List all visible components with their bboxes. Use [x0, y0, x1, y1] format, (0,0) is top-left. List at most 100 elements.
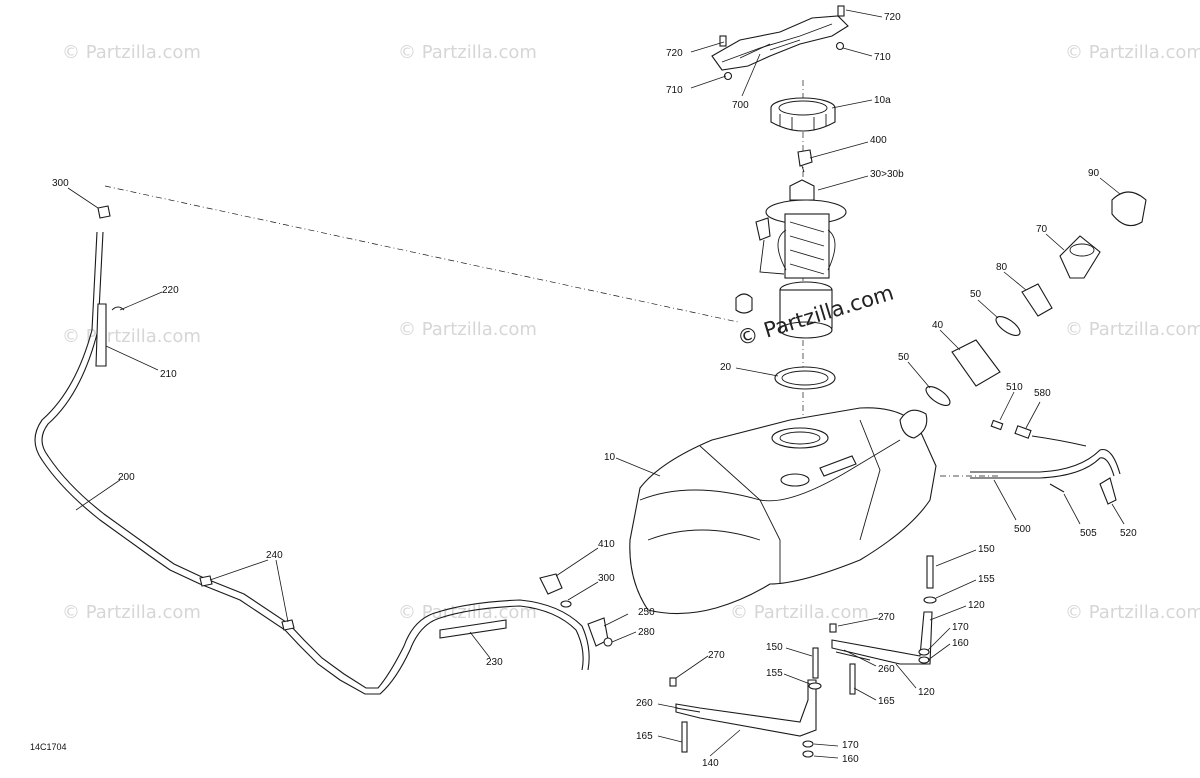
callout-155: 155 — [978, 574, 995, 585]
part-50-clamp-upper — [995, 316, 1021, 336]
callout-270: 270 — [708, 650, 725, 661]
callout-240: 240 — [266, 550, 283, 561]
callout-510: 510 — [1006, 382, 1023, 393]
callout-165: 165 — [636, 731, 653, 742]
callout-170: 170 — [842, 740, 859, 751]
watermark: © Partzilla.com — [730, 602, 869, 623]
callout-300: 300 — [52, 178, 69, 189]
callout-210: 210 — [160, 369, 177, 380]
callout-120: 120 — [918, 687, 935, 698]
part-700-bracket — [711, 15, 849, 71]
part-210-sleeve — [95, 303, 107, 367]
callout-80: 80 — [996, 262, 1008, 273]
diagram-code: 14C1704 — [30, 742, 67, 752]
callout-70: 70 — [1036, 224, 1048, 235]
part-520-clip — [1099, 477, 1117, 505]
part-80-sleeve — [1021, 283, 1053, 317]
part-300-clamp — [97, 205, 111, 219]
callout-410: 410 — [598, 539, 615, 550]
part-720-bolt — [719, 5, 845, 47]
callout-720: 720 — [666, 48, 683, 59]
leader-lines — [67, 9, 1125, 759]
callout-580: 580 — [1034, 388, 1051, 399]
part-240-clip — [199, 575, 295, 631]
part-10a-lock-ring — [770, 97, 836, 132]
callout-260: 260 — [636, 698, 653, 709]
part-500-vent-hose — [970, 435, 1121, 479]
callout-720: 720 — [884, 12, 901, 23]
part-20-gasket — [774, 366, 836, 390]
watermark: © Partzilla.com — [398, 42, 537, 63]
part-230-hose — [439, 619, 507, 639]
callout-170: 170 — [952, 622, 969, 633]
watermark: © Partzilla.com — [62, 42, 201, 63]
part-280-clamp — [603, 637, 613, 647]
part-300-small-clamp — [560, 600, 572, 608]
part-270-bolt-right — [829, 623, 837, 633]
part-170-nut-left — [802, 740, 814, 748]
callout-710: 710 — [874, 52, 891, 63]
watermark: © Partzilla.com — [398, 319, 537, 340]
part-580-valve — [1014, 425, 1032, 439]
part-220-clip — [111, 306, 125, 311]
callout-120: 120 — [968, 600, 985, 611]
callout-160: 160 — [952, 638, 969, 649]
part-140-bracket — [675, 679, 817, 737]
part-150-bolt-left — [812, 647, 819, 679]
part-40-filler-hose — [951, 339, 1001, 387]
callout-50: 50 — [898, 352, 910, 363]
callout-155: 155 — [766, 668, 783, 679]
callout-300: 300 — [598, 573, 615, 584]
part-70-filler-neck — [1059, 235, 1101, 279]
watermark: © Partzilla.com — [1065, 42, 1200, 63]
part-30-fuel-pump — [735, 179, 847, 339]
callout-280: 280 — [638, 627, 655, 638]
part-200-fuel-line — [34, 231, 590, 695]
callout-10a: 10a — [874, 95, 891, 106]
part-710-nut — [723, 41, 845, 81]
callout-20: 20 — [720, 362, 732, 373]
part-10-fuel-tank — [629, 407, 937, 615]
part-50-clamp-lower — [925, 386, 951, 406]
part-400-connector — [797, 149, 813, 173]
callout-260: 260 — [878, 664, 895, 675]
callout-165: 165 — [878, 696, 895, 707]
callout-250: 250 — [638, 607, 655, 618]
part-160-nut-right — [918, 656, 930, 664]
part-505-hose — [1049, 483, 1065, 493]
watermark: © Partzilla.com — [62, 602, 201, 623]
callout-400: 400 — [870, 135, 887, 146]
part-150-bolt-right — [926, 555, 934, 589]
callout-90: 90 — [1088, 168, 1100, 179]
part-170-nut-right — [918, 648, 930, 656]
callout-500: 500 — [1014, 524, 1031, 535]
callout-700: 700 — [732, 100, 749, 111]
part-160-nut-left — [802, 750, 814, 758]
part-510-fitting — [990, 419, 1004, 431]
callout-10: 10 — [604, 452, 616, 463]
part-410-elbow — [539, 573, 563, 595]
callout-140: 140 — [702, 758, 719, 769]
callout-710: 710 — [666, 85, 683, 96]
part-120-bracket — [831, 611, 933, 665]
part-90-fuel-cap — [1111, 191, 1147, 227]
watermark: © Partzilla.com — [1065, 319, 1200, 340]
callout-150: 150 — [766, 642, 783, 653]
callout-220: 220 — [162, 285, 179, 296]
callout-520: 520 — [1120, 528, 1137, 539]
part-260-pad-right — [835, 651, 871, 661]
part-165-bolt — [681, 663, 856, 753]
callout-150: 150 — [978, 544, 995, 555]
part-155-washer-right — [923, 596, 937, 604]
callout-200: 200 — [118, 472, 135, 483]
part-260-pad-left — [675, 707, 701, 713]
watermark: © Partzilla.com — [62, 326, 201, 347]
callout-160: 160 — [842, 754, 859, 765]
callout-230: 230 — [486, 657, 503, 668]
callout-270: 270 — [878, 612, 895, 623]
callout-50: 50 — [970, 289, 982, 300]
callout-40: 40 — [932, 320, 944, 331]
part-155-washer-left — [808, 682, 822, 690]
callout-labels: 720 720 710 710 700 10a 400 30>30b 90 70… — [52, 12, 1137, 769]
